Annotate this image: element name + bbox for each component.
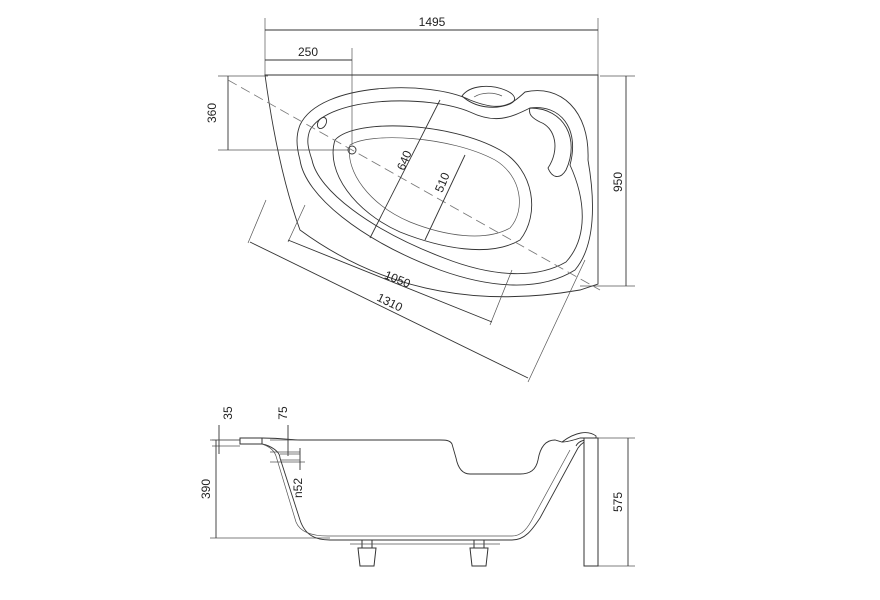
top-center-axis [227, 79, 601, 291]
top-headrest [461, 85, 516, 108]
dim-950-label: 950 [611, 172, 625, 192]
dim-390-label: 390 [199, 479, 213, 499]
top-seat [529, 107, 572, 177]
side-view: 35 75 n52 390 575 [199, 406, 635, 567]
dim-575: 575 [598, 437, 635, 567]
top-headrest-inner [473, 92, 503, 98]
dim-75-label: 75 [276, 406, 290, 420]
dim-35: 35 [212, 406, 240, 454]
dim-1495-label: 1495 [419, 15, 446, 29]
side-panel [583, 437, 599, 567]
dim-390: 390 [199, 439, 330, 539]
top-basin-floor [349, 137, 520, 237]
top-outer-shell [264, 74, 599, 298]
overflow-icon [316, 116, 328, 130]
top-inner-rim [307, 100, 583, 275]
dim-n52-label: n52 [291, 478, 305, 498]
dim-510-label: 510 [432, 170, 453, 194]
side-rim [239, 437, 263, 445]
dim-1495: 1495 [264, 15, 599, 75]
side-drain [280, 453, 300, 461]
dim-1310-label: 1310 [375, 290, 405, 314]
dim-950: 950 [580, 75, 635, 287]
dim-640-label: 640 [394, 148, 415, 172]
drain-icon [347, 145, 357, 155]
dim-250-label: 250 [298, 45, 318, 59]
dim-510: 510 [424, 154, 466, 241]
dim-250: 250 [265, 45, 353, 145]
dim-360: 360 [205, 75, 350, 151]
top-rim [296, 87, 593, 286]
dim-640: 640 [369, 99, 441, 239]
top-basin [332, 125, 533, 250]
dim-n52: n52 [270, 448, 305, 498]
dim-35-label: 35 [221, 406, 235, 420]
side-inner-shell [261, 443, 571, 537]
dim-360-label: 360 [205, 103, 219, 123]
top-view: 1495 250 360 950 [205, 15, 635, 383]
dim-75: 75 [270, 406, 300, 456]
dim-1050-label: 1050 [382, 268, 412, 291]
dim-575-label: 575 [611, 492, 625, 512]
